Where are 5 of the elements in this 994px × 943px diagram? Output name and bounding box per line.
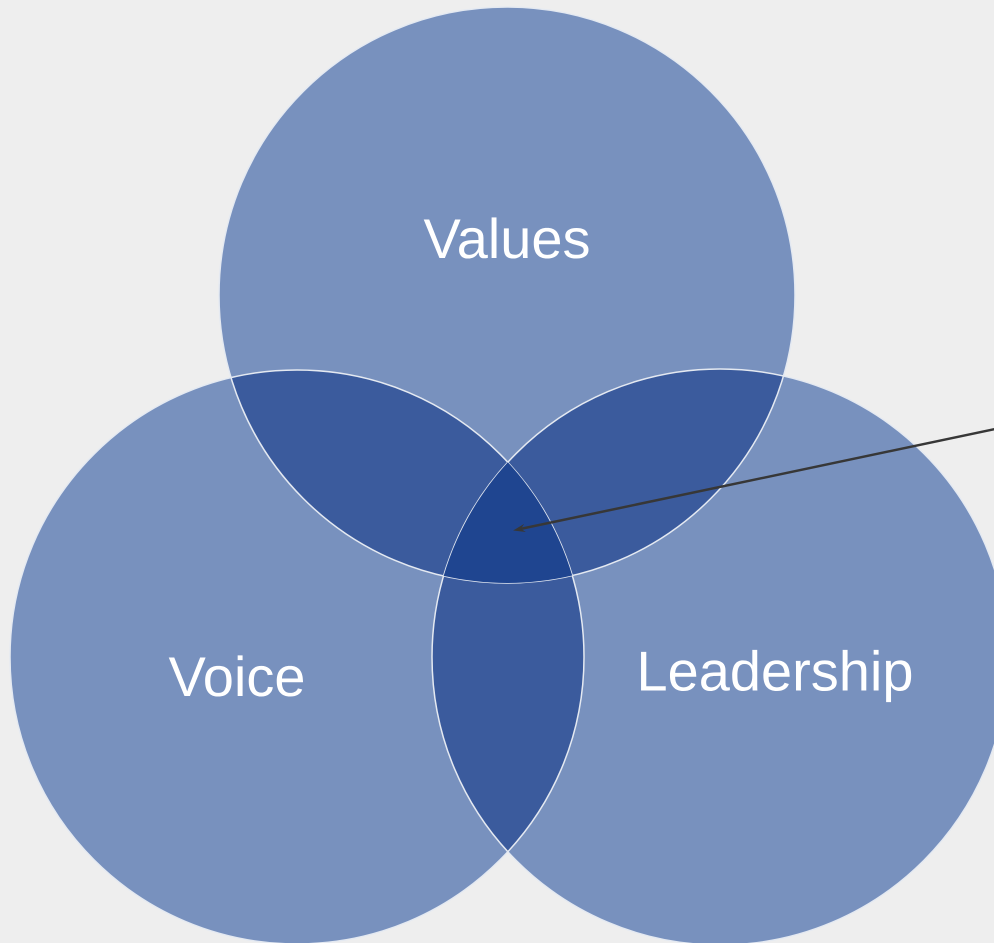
venn-circle bbox=[218, 6, 796, 584]
circle-label: Leadership bbox=[641, 650, 912, 702]
center-overlap bbox=[444, 462, 572, 583]
circle-label: Voice bbox=[168, 655, 303, 697]
circle-label: Values bbox=[424, 217, 588, 259]
